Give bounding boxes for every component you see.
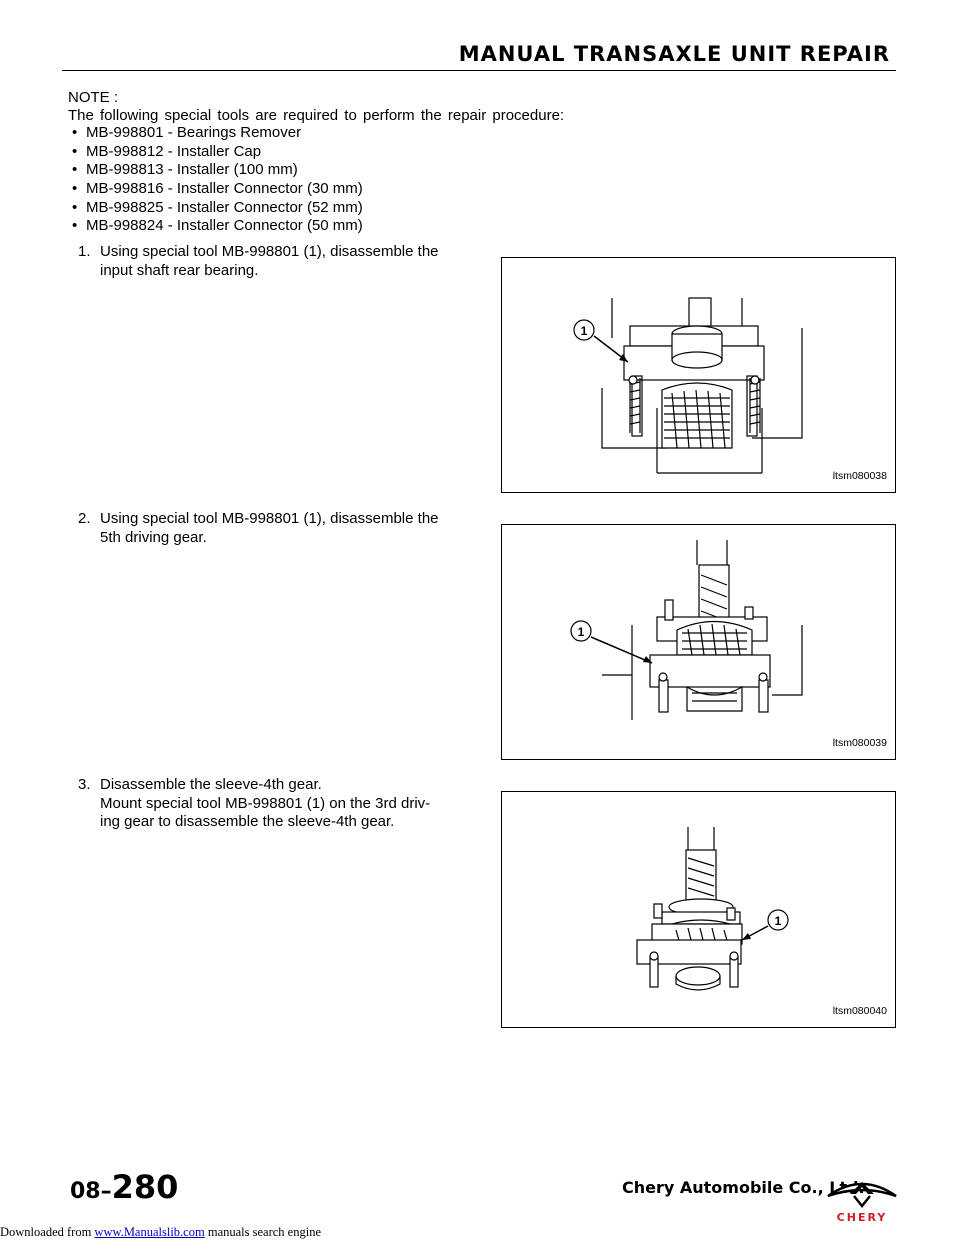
bullet-icon: • (72, 124, 78, 141)
tool-item: • MB-998813 - Installer (100 mm) (72, 161, 363, 180)
tool-name: MB-998801 - Bearings Remover (86, 124, 302, 141)
page-number: 08–280 (70, 1168, 178, 1206)
figure-3: 1 ltsm080040 (501, 791, 896, 1028)
step-text: Using special tool MB-998801 (1), disass… (100, 243, 439, 260)
tool-item: • MB-998801 - Bearings Remover (72, 124, 363, 143)
callout-label: 1 (578, 625, 585, 639)
bullet-icon: • (72, 217, 78, 235)
tool-name: MB-998813 - Installer (100 mm) (86, 161, 298, 179)
download-suffix: manuals search engine (204, 1225, 321, 1239)
step-number: 3. (78, 776, 91, 793)
step-text-continued: Mount special tool MB-998801 (1) on the … (100, 794, 431, 812)
step-text: Using special tool MB-998801 (1), disass… (100, 510, 439, 527)
note-intro: The following special tools are required… (68, 107, 565, 124)
figure-1: 1 ltsm080038 (501, 257, 896, 493)
tool-item: • MB-998825 - Installer Connector (52 mm) (72, 199, 363, 218)
callout-label: 1 (581, 324, 588, 338)
tool-name: MB-998812 - Installer Cap (86, 142, 262, 160)
note-label: NOTE : (68, 89, 119, 106)
section-number: 08– (70, 1179, 112, 1204)
company-name: Chery Automobile Co., Ltd. (622, 1178, 865, 1197)
step-2: 2. Using special tool MB-998801 (1), disa… (78, 510, 468, 547)
step-text-continued: 5th driving gear. (100, 528, 207, 546)
bullet-icon: • (72, 198, 78, 216)
tool-name: MB-998825 - Installer Connector (52 mm) (86, 198, 363, 216)
step-number: 2. (78, 510, 91, 527)
sleeve-remover-illustration: 1 (636, 827, 789, 991)
callout-label: 1 (775, 914, 782, 928)
manualslib-link[interactable]: www.Manualslib.com (94, 1225, 205, 1239)
figure-code: ltsm080040 (832, 1005, 887, 1017)
step-text: Disassemble the sleeve-4th gear. (100, 776, 322, 793)
tool-item: • MB-998812 - Installer Cap (72, 143, 363, 162)
bearing-remover-illustration: 1 (573, 297, 803, 474)
figure-code: ltsm080038 (832, 470, 887, 482)
tool-name: MB-998816 - Installer Connector (30 mm) (86, 180, 363, 198)
figure-2: 1 ltsm080039 (501, 524, 896, 760)
download-notice: Downloaded from www.Manualslib.com manua… (0, 1225, 321, 1240)
step-number: 1. (78, 243, 91, 260)
bullet-icon: • (72, 161, 78, 179)
tool-name: MB-998824 - Installer Connector (50 mm) (86, 217, 363, 235)
gear-remover-illustration: 1 (570, 540, 803, 720)
bullet-icon: • (72, 180, 78, 198)
page-header: MANUAL TRANSAXLE UNIT REPAIR (62, 40, 896, 71)
logo-text: CHERY (837, 1211, 888, 1224)
chery-logo-icon: CHERY (827, 1182, 897, 1224)
tool-list: • MB-998801 - Bearings Remover • MB-998812… (72, 124, 363, 236)
section-title: MANUAL TRANSAXLE UNIT REPAIR (458, 42, 890, 66)
tool-item: • MB-998816 - Installer Connector (30 mm) (72, 180, 363, 199)
step-text-continued: ing gear to disassemble the sleeve-4th g… (100, 813, 395, 830)
step-3: 3. Disassemble the sleeve-4th gear. Mount… (78, 776, 468, 832)
bullet-icon: • (72, 142, 78, 160)
page-number-value: 280 (111, 1168, 179, 1206)
step-1: 1. Using special tool MB-998801 (1), disa… (78, 243, 468, 280)
step-text-continued: input shaft rear bearing. (100, 261, 259, 279)
figure-code: ltsm080039 (832, 737, 887, 749)
tool-item: • MB-998824 - Installer Connector (50 mm) (72, 217, 363, 236)
download-prefix: Downloaded from (0, 1225, 95, 1239)
